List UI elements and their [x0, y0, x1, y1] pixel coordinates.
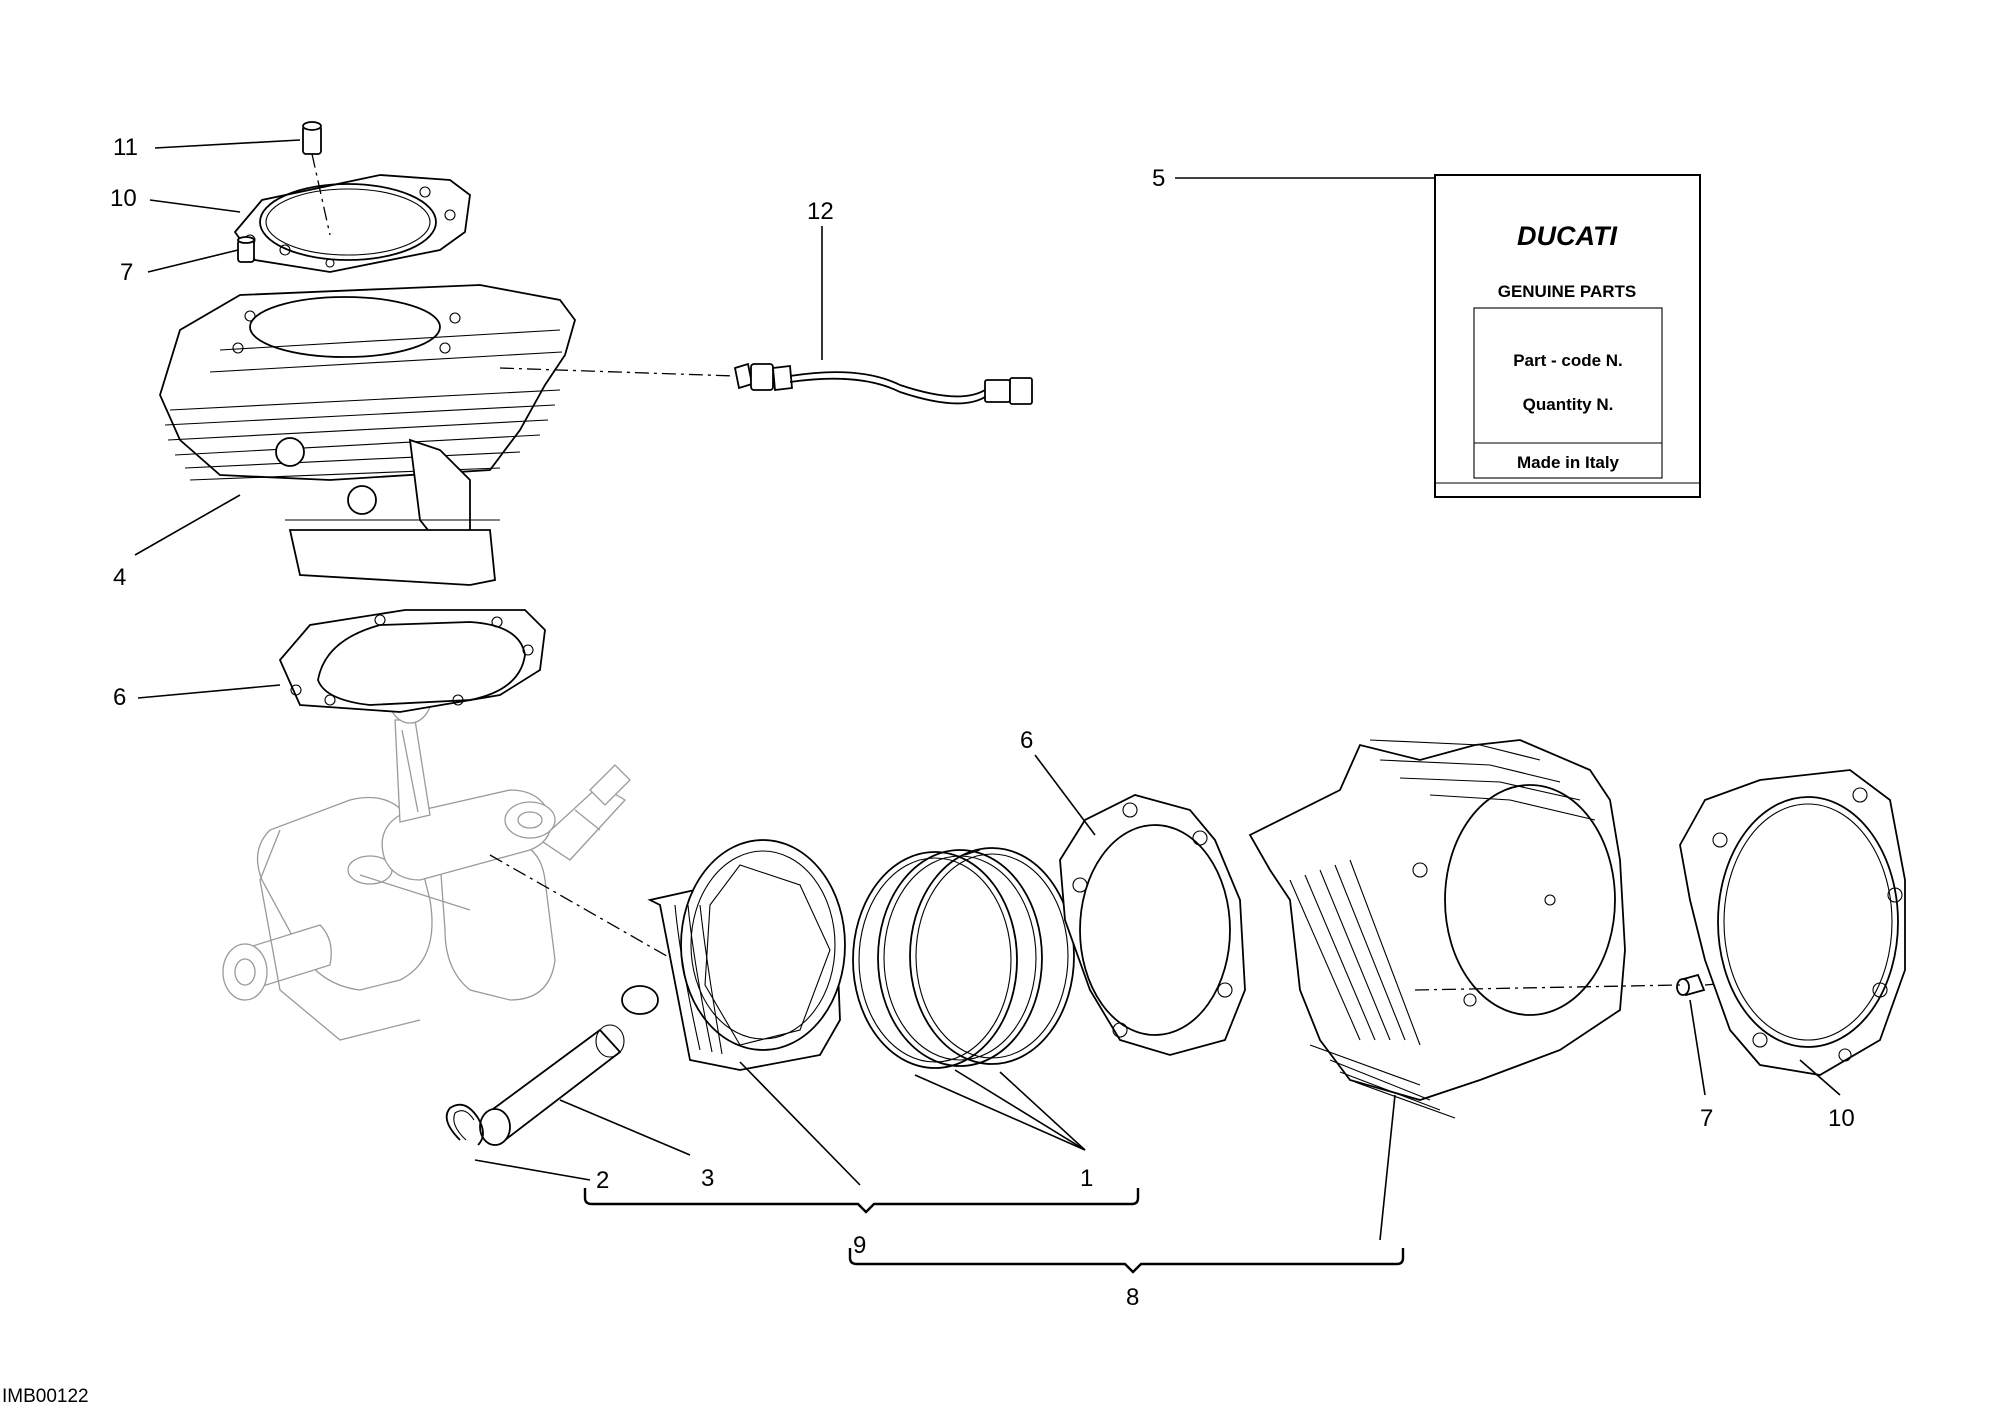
callout-6-top: 6 [113, 684, 126, 711]
callout-9: 9 [853, 1232, 866, 1259]
brand-name: DUCATI [1517, 221, 1617, 251]
callout-5: 5 [1152, 165, 1165, 192]
label-part-code: Part - code N. [1513, 351, 1623, 370]
callout-8: 8 [1126, 1284, 1139, 1311]
callout-4: 4 [113, 564, 126, 591]
callout-3: 3 [701, 1165, 714, 1192]
callout-12: 12 [807, 198, 834, 225]
genuine-parts-label-card: DUCATI GENUINE PARTS Part - code N. Quan… [1434, 174, 1701, 498]
leader-lines [134, 139, 1841, 1241]
piston-part [621, 839, 846, 1071]
callout-10-bottom: 10 [1828, 1105, 1855, 1132]
temperature-sensor-part [733, 362, 1033, 405]
crankshaft-con-rod-illustration [222, 666, 631, 1041]
callout-7-top: 7 [120, 259, 133, 286]
piston-rings-part [852, 847, 1075, 1069]
dowel-11-part [302, 121, 322, 155]
callout-11: 11 [113, 134, 138, 161]
vertical-cylinder-assembly [159, 121, 736, 976]
circlip-part [445, 1103, 484, 1146]
label-quantity: Quantity N. [1523, 395, 1614, 414]
callout-1: 1 [1080, 1165, 1093, 1192]
dowel-7-top-part [237, 236, 255, 263]
piston-pin-part [479, 1024, 625, 1146]
base-gasket-top-part [278, 609, 546, 713]
callout-10-top: 10 [110, 185, 137, 212]
brace-9 [583, 1188, 1140, 1214]
cylinder-top-part [159, 284, 576, 586]
callout-numbers: 11 10 7 4 6 12 5 6 2 3 1 9 8 7 10 [110, 134, 1855, 1311]
brace-8 [848, 1248, 1405, 1274]
label-subtitle: GENUINE PARTS [1498, 282, 1637, 301]
head-gasket-side-part [1679, 769, 1906, 1076]
base-gasket-side-part [1059, 794, 1246, 1056]
callout-6-bottom: 6 [1020, 727, 1033, 754]
assembly-braces [583, 1188, 1405, 1274]
label-origin: Made in Italy [1517, 453, 1620, 472]
callout-7-bottom: 7 [1700, 1105, 1713, 1132]
image-code: IMB00122 [2, 1386, 89, 1407]
head-gasket-top-part [233, 174, 471, 273]
cylinder-side-part [1248, 739, 1626, 1119]
callout-2: 2 [596, 1167, 609, 1194]
